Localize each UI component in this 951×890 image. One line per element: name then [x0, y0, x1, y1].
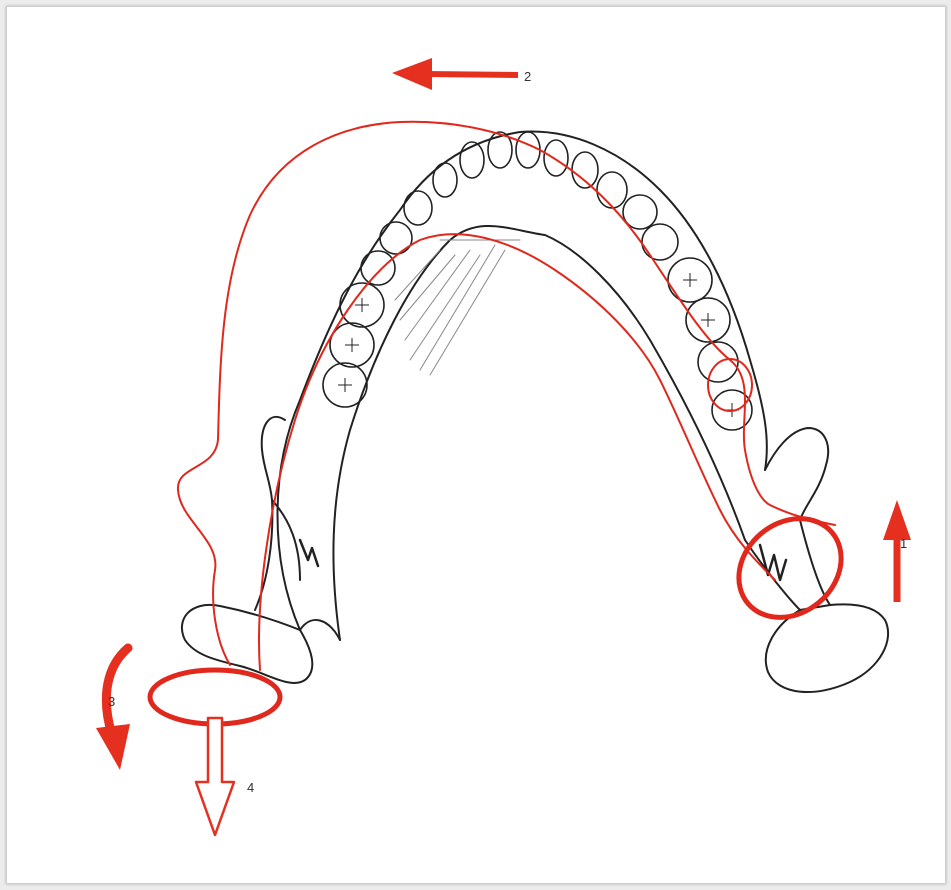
tooth-left-lateral-incisor [433, 163, 457, 197]
mandible-inner-contour [333, 226, 745, 640]
arrow-top-label: 2 [524, 69, 531, 84]
right-condyle-ring [719, 498, 861, 638]
mandible-outline [182, 132, 888, 692]
tooth-left-premolar-2 [361, 251, 395, 285]
tooth-left-premolar-1 [380, 222, 412, 254]
arrow-down-hollow: 4 [196, 718, 254, 835]
deformed-right-molar [708, 359, 752, 411]
arrow-down-label: 4 [247, 780, 254, 795]
deformed-outer-contour [178, 122, 835, 665]
left-condyle-ring [150, 670, 280, 724]
tooth-right-central-incisor [544, 140, 568, 176]
arrow-right-up: 1 [883, 500, 911, 602]
deformed-mandible-outline [178, 122, 835, 670]
teeth [323, 132, 752, 430]
arrow-left-curved: 3 [96, 648, 130, 770]
tooth-right-premolar-2 [642, 224, 678, 260]
tooth-midline-incisor-2 [516, 132, 540, 168]
tooth-left-canine [404, 191, 432, 225]
tooth-cusp-marks [338, 273, 739, 417]
tooth-right-canine [597, 172, 627, 208]
lingual-shading [395, 240, 520, 375]
mandible-outer-contour [278, 132, 767, 630]
arrow-left-label: 3 [108, 694, 115, 709]
arrow-right-label: 1 [900, 536, 907, 551]
arrow-top-left: 2 [392, 58, 531, 90]
right-foramen [760, 545, 786, 580]
left-coronoid [255, 417, 285, 610]
tooth-right-lateral-incisor [572, 152, 598, 188]
left-foramen [300, 540, 318, 566]
